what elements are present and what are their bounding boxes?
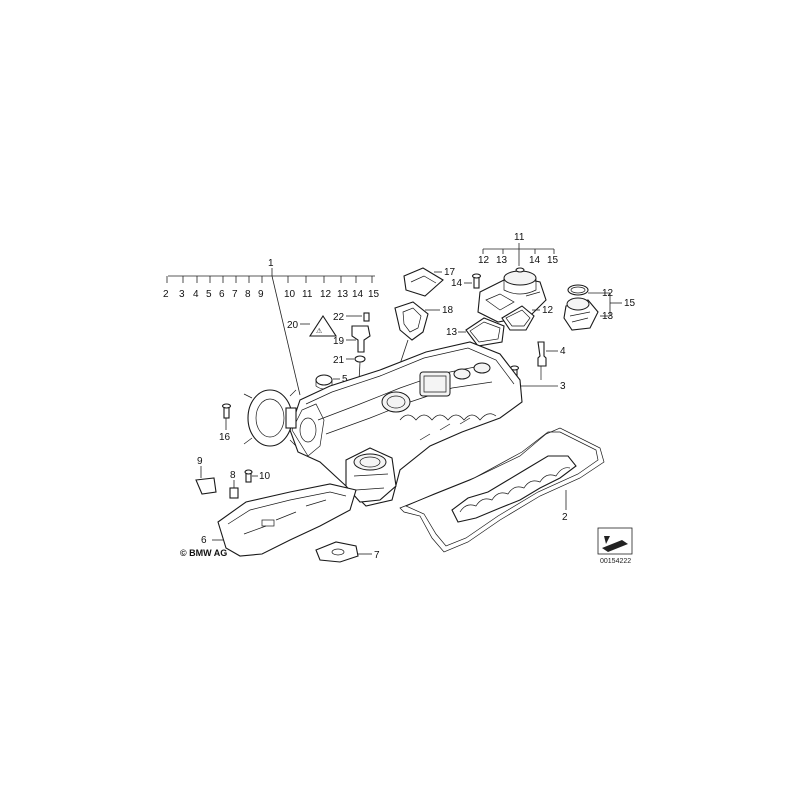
label-20[interactable]: 20 — [287, 320, 299, 331]
reference-box: 00154222 — [597, 527, 633, 565]
label-11[interactable]: 11 — [514, 232, 525, 243]
label-6[interactable]: 6 — [201, 535, 207, 546]
part-9-bracket[interactable]: 9 — [195, 456, 217, 495]
label-3[interactable]: 3 — [560, 381, 566, 392]
group-11-label-14[interactable]: 14 — [529, 255, 541, 266]
part-13-gasket[interactable]: 13 — [446, 317, 505, 347]
group-1-label-13[interactable]: 13 — [337, 289, 349, 300]
label-2[interactable]: 2 — [562, 512, 568, 523]
part-19-sensor[interactable]: 19 — [333, 325, 371, 353]
label-21[interactable]: 21 — [333, 355, 345, 366]
group-1-label-7[interactable]: 7 — [232, 289, 238, 300]
group-1-label-3[interactable]: 3 — [179, 289, 185, 300]
label-13[interactable]: 13 — [446, 327, 458, 338]
label-22[interactable]: 22 — [333, 312, 345, 323]
label-16[interactable]: 16 — [219, 432, 231, 443]
group-1-label-12[interactable]: 12 — [320, 289, 332, 300]
label-1[interactable]: 1 — [268, 258, 274, 269]
label-19[interactable]: 19 — [333, 336, 345, 347]
group-11-bracket: 11 12 13 14 15 — [478, 232, 559, 266]
part-10-bolt[interactable]: 10 — [244, 469, 271, 483]
part-14-bolt[interactable]: 14 — [451, 273, 482, 289]
group-1-label-2[interactable]: 2 — [163, 289, 169, 300]
part-4-glow-plug[interactable]: 4 — [537, 341, 566, 380]
group-15-bracket: 12 13 15 — [588, 288, 636, 322]
label-4[interactable]: 4 — [560, 346, 566, 357]
group-1-label-10[interactable]: 10 — [284, 289, 296, 300]
copyright-notice: © BMW AG — [180, 548, 227, 558]
part-22-screw[interactable]: 22 — [333, 312, 370, 323]
part-17-cap[interactable]: 17 — [403, 267, 456, 297]
label-14[interactable]: 14 — [451, 278, 463, 289]
group-1-label-14[interactable]: 14 — [352, 289, 364, 300]
reference-number: 00154222 — [600, 558, 631, 565]
arrow-icon — [602, 540, 628, 552]
part-7-clip[interactable]: 7 — [315, 541, 380, 563]
label-7[interactable]: 7 — [374, 550, 380, 561]
group-11-label-12[interactable]: 12 — [478, 255, 490, 266]
label-17[interactable]: 17 — [444, 267, 456, 278]
label-5[interactable]: 5 — [342, 374, 348, 385]
group-1-label-5[interactable]: 5 — [206, 289, 212, 300]
label-15[interactable]: 15 — [624, 298, 636, 309]
part-5-plug[interactable]: 5 — [315, 374, 348, 390]
label-8[interactable]: 8 — [230, 470, 236, 481]
part-6-acoustic-cover[interactable]: 6 — [201, 483, 357, 557]
group-11-label-15[interactable]: 15 — [547, 255, 559, 266]
group-15-label-12[interactable]: 12 — [602, 288, 614, 299]
warning-sticker-icon: ⚠ — [316, 327, 322, 335]
arrow-head-icon — [604, 536, 610, 544]
group-1-label-15[interactable]: 15 — [368, 289, 380, 300]
label-12[interactable]: 12 — [542, 305, 554, 316]
group-1-label-11[interactable]: 11 — [302, 289, 313, 300]
part-16-throttle-housing[interactable]: 16 — [219, 389, 297, 447]
group-15-label-13[interactable]: 13 — [602, 311, 614, 322]
label-9[interactable]: 9 — [197, 456, 203, 467]
label-10[interactable]: 10 — [259, 471, 271, 482]
part-15-pressure-valve[interactable] — [563, 284, 599, 331]
group-1-label-6[interactable]: 6 — [219, 289, 225, 300]
part-11-oil-separator[interactable] — [477, 267, 547, 323]
part-2-gasket[interactable]: 2 — [399, 427, 605, 553]
label-18[interactable]: 18 — [442, 305, 454, 316]
part-1-cylinder-head-cover[interactable] — [289, 341, 523, 507]
group-1-label-4[interactable]: 4 — [193, 289, 199, 300]
part-20-warning-label[interactable]: ⚠ 20 — [287, 314, 338, 337]
group-1-label-9[interactable]: 9 — [258, 289, 264, 300]
part-8-bolt[interactable]: 8 — [229, 470, 239, 499]
group-1-label-8[interactable]: 8 — [245, 289, 251, 300]
group-11-label-13[interactable]: 13 — [496, 255, 508, 266]
part-12-o-ring[interactable]: 12 — [501, 305, 554, 331]
